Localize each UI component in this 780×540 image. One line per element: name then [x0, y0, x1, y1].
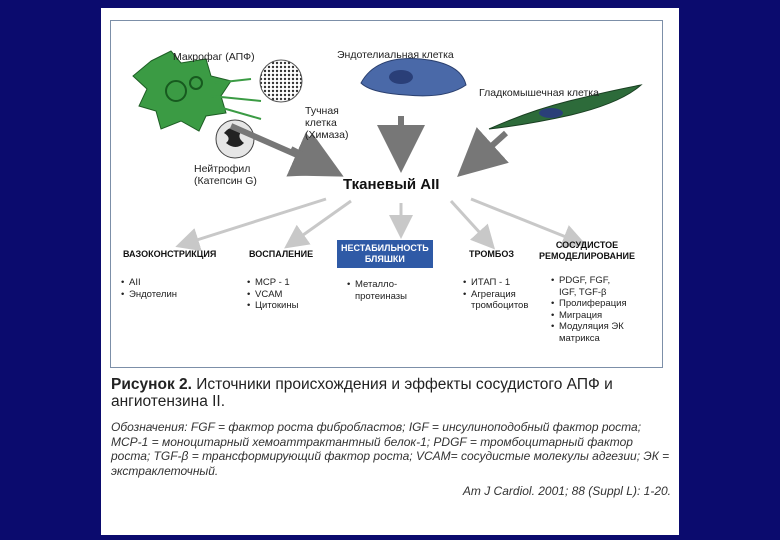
list-item: VCAM	[247, 289, 337, 301]
diagram-illustration	[132, 50, 643, 251]
macrophage-cell	[132, 50, 262, 132]
list-item: MCP - 1	[247, 277, 337, 289]
arrow-smooth-muscle	[457, 127, 509, 178]
list-item: Металло- протеиназы	[347, 279, 447, 302]
list-item: Цитокины	[247, 300, 337, 312]
figure-caption: Рисунок 2. Источники происхождения и эфф…	[111, 376, 671, 498]
effect-list-0: AII Эндотелин	[121, 277, 231, 300]
effect-header-1: ВОСПАЛЕНИЕ	[249, 249, 314, 259]
endothelial-cell	[360, 58, 467, 97]
figure-page: Макрофаг (АПФ) Тучная клетка (Химаза) Эн…	[101, 8, 679, 535]
caption-title-text: Источники происхождения и эффекты сосуди…	[111, 376, 613, 410]
effect-list-3: ИТАП - 1 Агрегация тромбоцитов	[463, 277, 553, 312]
list-item: Агрегация тромбоцитов	[463, 289, 553, 312]
arrow-mast	[289, 133, 344, 177]
arrow-remodeling	[470, 197, 587, 248]
effect-header-3: ТРОМБОЗ	[469, 249, 514, 259]
diagram-frame: Макрофаг (АПФ) Тучная клетка (Химаза) Эн…	[110, 20, 663, 368]
caption-title: Рисунок 2. Источники происхождения и эфф…	[111, 376, 671, 410]
label-macrophage: Макрофаг (АПФ)	[173, 51, 255, 63]
list-item: PDGF, FGF, IGF, TGF-β	[551, 275, 659, 298]
list-item: Модуляция ЭК матрикса	[551, 321, 659, 344]
list-item: AII	[121, 277, 231, 289]
center-node-tissue-aii: Тканевый AII	[343, 176, 440, 193]
effect-list-1: MCP - 1 VCAM Цитокины	[247, 277, 337, 312]
effect-header-0: ВАЗОКОНСТРИКЦИЯ	[123, 249, 217, 259]
list-item: Миграция	[551, 310, 659, 322]
mast-cell	[259, 59, 303, 103]
smooth-muscle-cell	[488, 84, 643, 130]
arrow-vasoconstriction	[175, 197, 327, 251]
list-item: Эндотелин	[121, 289, 231, 301]
list-item: ИТАП - 1	[463, 277, 553, 289]
arrow-thrombosis	[449, 199, 496, 250]
effect-header-2: НЕСТАБИЛЬНОСТЬ БЛЯШКИ	[337, 240, 433, 268]
caption-notes: Обозначения: FGF = фактор роста фибробла…	[111, 420, 670, 478]
label-neutrophil: Нейтрофил (Катепсин G)	[194, 163, 257, 187]
caption-label: Рисунок 2.	[111, 376, 192, 393]
arrow-inflammation	[284, 199, 352, 249]
effect-list-4: PDGF, FGF, IGF, TGF-β Пролиферация Мигра…	[551, 275, 659, 344]
label-endothelial: Эндотелиальная клетка	[337, 49, 454, 61]
label-smooth-muscle: Гладкомышечная клетка	[479, 87, 599, 99]
label-mast-cell: Тучная клетка (Химаза)	[305, 105, 349, 141]
list-item: Пролиферация	[551, 298, 659, 310]
effect-list-2: Металло- протеиназы	[347, 279, 447, 302]
caption-reference: Am J Cardiol. 2001; 88 (Suppl L): 1-20.	[462, 484, 671, 498]
effect-header-4: СОСУДИСТОЕ РЕМОДЕЛИРОВАНИЕ	[539, 240, 635, 261]
